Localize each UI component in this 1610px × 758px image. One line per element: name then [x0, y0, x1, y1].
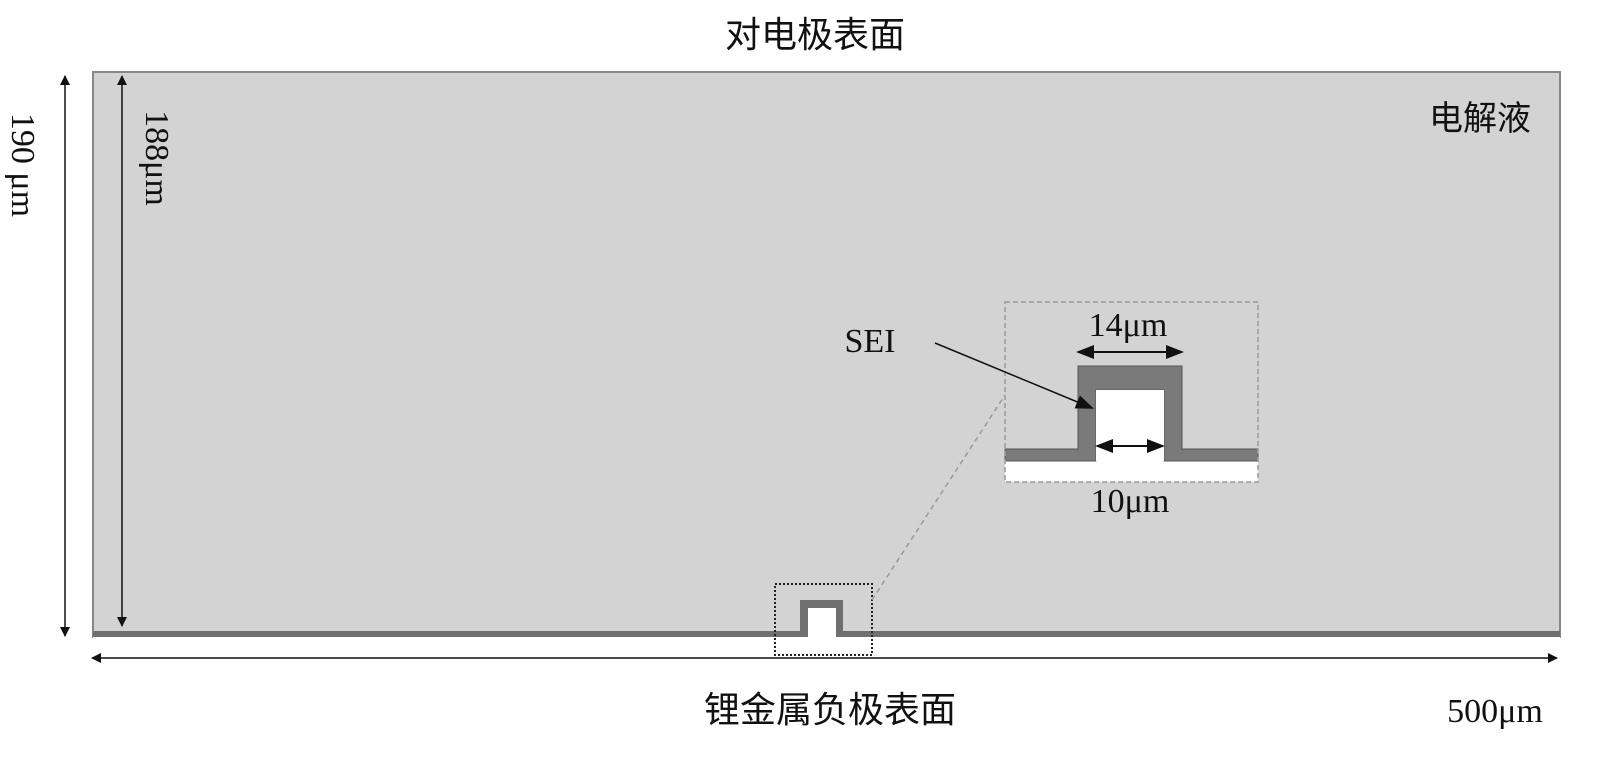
electrolyte-label: 电解液 [1429, 100, 1531, 138]
zoom-connector [871, 394, 1006, 601]
electrolyte-domain [92, 71, 1561, 638]
lithium-protrusion [808, 608, 836, 638]
top-surface-label: 对电极表面 [725, 15, 905, 55]
width-total-label: 500μm [1447, 693, 1543, 730]
outer-width-label: 14μm [1089, 307, 1168, 344]
height-total-label: 190 μm [4, 113, 41, 217]
inner-width-label: 10μm [1091, 483, 1170, 520]
bottom-surface-label: 锂金属负极表面 [704, 690, 956, 730]
height-electrolyte-label: 188μm [138, 110, 175, 206]
sei-label: SEI [845, 323, 896, 360]
sei-layer [93, 600, 1560, 637]
lithium-anode [93, 637, 1560, 639]
sei-pointer-arrow [934, 342, 1094, 409]
